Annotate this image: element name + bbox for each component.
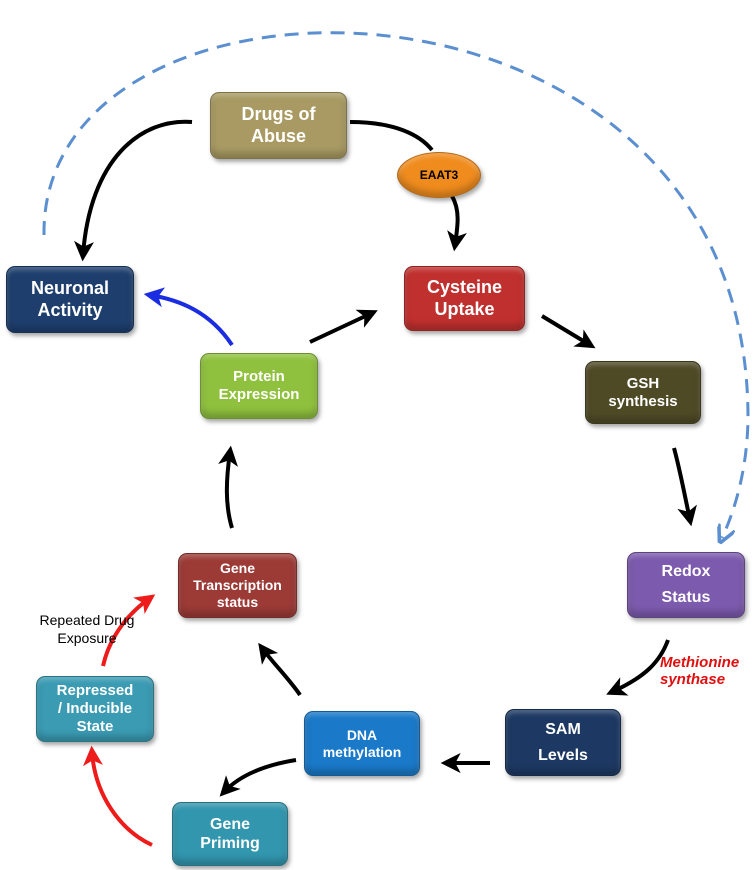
- arrow-drugs-to-eaat3: [349, 120, 434, 152]
- node-gene-priming: Gene Priming: [172, 802, 288, 866]
- arrow-cysteine-to-gsh: [540, 314, 596, 349]
- node-cysteine-uptake: Cysteine Uptake: [404, 266, 525, 331]
- node-sam-levels: SAM Levels: [505, 709, 621, 776]
- node-repressed-inducible-state: Repressed / Inducible State: [36, 676, 154, 742]
- arrow-redox-to-sam: [606, 639, 670, 696]
- node-gsh-synthesis: GSH synthesis: [585, 361, 701, 424]
- arrow-protein-to-neuronal: [143, 287, 234, 347]
- repeated-drug-exposure-label: Repeated Drug Exposure: [39, 612, 135, 646]
- dashed-feedback-arrow: [42, 31, 750, 538]
- arrow-dna-to-transcription: [258, 642, 302, 697]
- arrow-protein-to-cysteine: [309, 309, 378, 344]
- node-drugs-of-abuse: Drugs of Abuse: [210, 92, 347, 159]
- node-gene-transcription-status: Gene Transcription status: [178, 553, 297, 618]
- eaat3-transporter: EAAT3: [397, 152, 481, 198]
- arrow-drugs-to-neuronal: [74, 119, 193, 262]
- arrow-transcription-to-protein: [218, 445, 238, 529]
- arrow-gsh-to-redox: [672, 447, 697, 527]
- node-dna-methylation: DNA methylation: [304, 711, 420, 776]
- node-neuronal-activity: Neuronal Activity: [6, 266, 134, 333]
- arrow-dna-to-priming: [219, 758, 297, 797]
- node-protein-expression: Protein Expression: [200, 353, 318, 419]
- methionine-synthase-label: Methionine synthase: [660, 654, 740, 689]
- arrow-repressed-to-transcription: [101, 594, 156, 667]
- arrow-priming-to-repressed: [82, 745, 153, 847]
- node-redox-status: Redox Status: [627, 552, 745, 618]
- arrow-eaat3-to-cysteine: [447, 195, 467, 252]
